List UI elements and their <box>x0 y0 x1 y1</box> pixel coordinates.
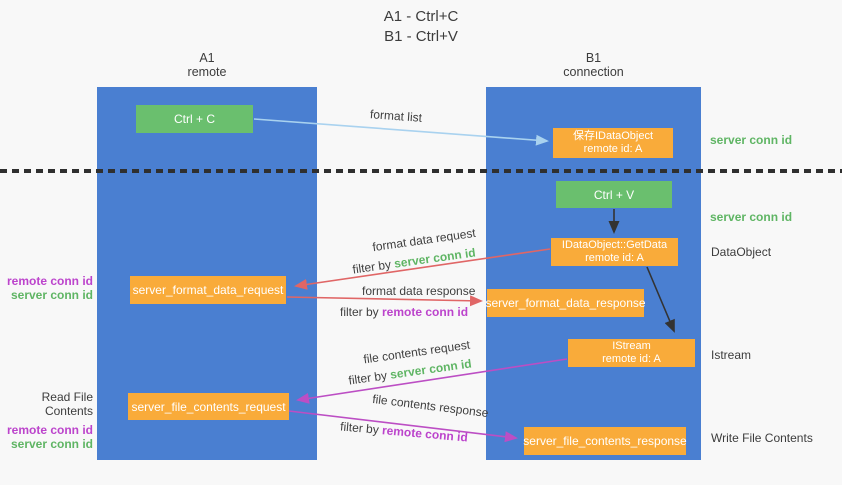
server-conn-id-label-left-2: server conn id <box>10 437 93 451</box>
ctrl-v-box: Ctrl + V <box>556 181 672 208</box>
read-file-contents-label: Read File Contents <box>41 390 93 418</box>
title-line-1: A1 - Ctrl+C <box>383 8 459 25</box>
istream-label: Istream <box>711 348 752 362</box>
file-contents-response-label: file contents response <box>371 391 490 421</box>
server-file-contents-request-box: server_file_contents_request <box>128 393 289 420</box>
remote-conn-id-label-left-2: remote conn id <box>6 423 93 437</box>
format-list-label: format list <box>369 107 423 125</box>
server-conn-id-label-left-1: server conn id <box>10 288 93 302</box>
format-data-response-filter-label: filter by remote conn id <box>340 305 468 319</box>
istream-box: IStream remote id: A <box>568 339 695 367</box>
filter-by-text: filter by <box>339 419 383 438</box>
server-conn-id-label-top-right: server conn id <box>710 133 793 147</box>
remote-conn-id-label-left-1: remote conn id <box>6 274 93 288</box>
left-conn-id-group-1: remote conn id server conn id <box>0 274 93 302</box>
format-data-response-label: format data response <box>362 284 476 298</box>
dashed-separator <box>0 169 842 173</box>
lane-b1-name: B1 <box>585 51 602 65</box>
server-format-data-response-box: server_format_data_response <box>485 289 646 317</box>
filter-by-text: filter by <box>340 305 383 319</box>
ctrl-v-label: Ctrl + V <box>593 187 635 202</box>
write-file-contents-label: Write File Contents <box>711 431 813 445</box>
server-conn-id-label-mid-right: server conn id <box>710 210 793 224</box>
server-format-data-request-label: server_format_data_request <box>132 283 284 297</box>
server-format-data-request-box: server_format_data_request <box>130 276 286 304</box>
lane-a1-header: A1 remote <box>97 51 317 79</box>
file-contents-response-filter-label: filter by remote conn id <box>340 419 469 444</box>
save-dataobject-line2: remote id: A <box>583 143 643 155</box>
istream-line2: remote id: A <box>602 353 661 365</box>
server-file-contents-request-label: server_file_contents_request <box>131 399 286 414</box>
lane-a1-name: A1 <box>199 51 215 65</box>
lane-a1-role: remote <box>187 65 227 79</box>
title-line-2: B1 - Ctrl+V <box>384 28 458 45</box>
format-data-request-filter-label: filter by server conn id <box>352 245 477 276</box>
ctrl-c-box: Ctrl + C <box>136 105 253 133</box>
save-dataobject-box: 保存IDataObject remote id: A <box>553 128 673 158</box>
diagram-title: A1 - Ctrl+C B1 - Ctrl+V <box>0 7 842 47</box>
istream-line1: IStream <box>612 340 651 352</box>
getdata-box: IDataObject::GetData remote id: A <box>551 238 678 266</box>
lane-b1-role: connection <box>563 65 624 79</box>
remote-conn-id-text: remote conn id <box>381 423 469 445</box>
server-file-contents-response-label: server_file_contents_response <box>523 434 687 448</box>
save-dataobject-line1: 保存IDataObject <box>572 130 654 142</box>
server-file-contents-response-box: server_file_contents_response <box>523 427 687 455</box>
left-conn-id-group-2: Read File Contents remote conn id server… <box>0 390 93 451</box>
remote-conn-id-text: remote conn id <box>382 305 469 319</box>
dataobject-label: DataObject <box>711 245 772 259</box>
getdata-line1: IDataObject::GetData <box>561 239 668 251</box>
filter-by-text: filter by <box>351 256 396 277</box>
getdata-line2: remote id: A <box>585 252 644 264</box>
lane-b1-header: B1 connection <box>486 51 701 79</box>
server-format-data-response-label: server_format_data_response <box>485 296 646 310</box>
filter-by-text: filter by <box>347 367 392 388</box>
ctrl-c-label: Ctrl + C <box>173 112 215 126</box>
